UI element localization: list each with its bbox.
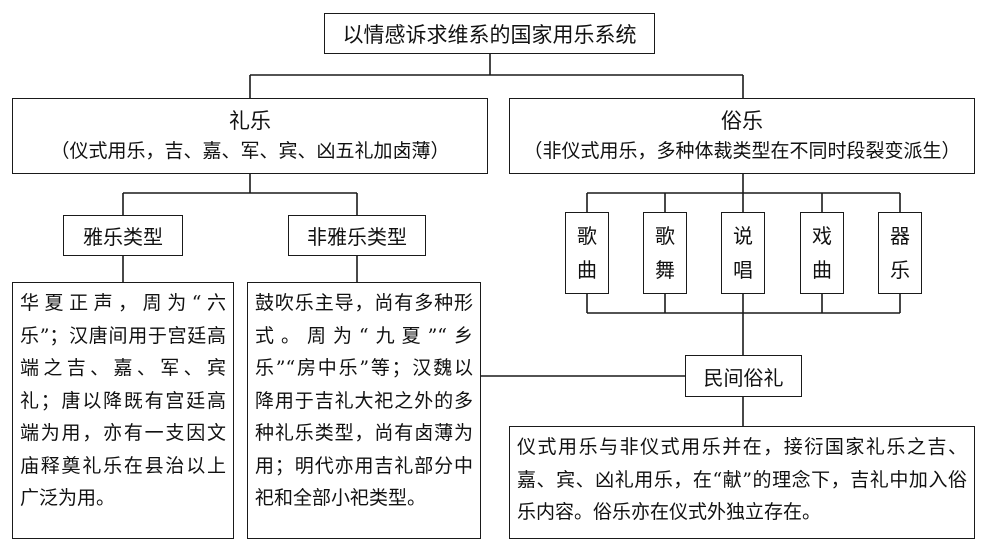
feiyayue-node: 非雅乐类型 (288, 215, 426, 256)
root-node: 以情感诉求维系的国家用乐系统 (324, 13, 655, 54)
liyue-title: 礼乐 (229, 109, 271, 133)
genre-qiyue-char1: 器 (890, 224, 910, 248)
genre-gewu-char2: 舞 (655, 258, 675, 282)
suyue-title: 俗乐 (721, 109, 763, 133)
minjian-title: 民间俗礼 (703, 365, 784, 390)
suyue-node: 俗乐 （非仪式用乐，多种体裁类型在不同时段裂变派生） (509, 98, 975, 174)
root-title: 以情感诉求维系的国家用乐系统 (342, 22, 637, 47)
liyue-subtitle: （仪式用乐，吉、嘉、军、宾、凶五礼加卤薄） (50, 140, 450, 162)
genre-xiqu: 戏 曲 (800, 212, 844, 294)
genre-gequ-char2: 曲 (577, 258, 597, 282)
yayue-node: 雅乐类型 (63, 215, 183, 256)
suyue-subtitle: （非仪式用乐，多种体裁类型在不同时段裂变派生） (523, 140, 961, 162)
liyue-node: 礼乐 （仪式用乐，吉、嘉、军、宾、凶五礼加卤薄） (12, 98, 488, 174)
genre-gequ: 歌 曲 (565, 212, 609, 294)
feiyayue-description: 鼓吹乐主导，尚有多种形式。周为“九夏”“乡乐”“房中乐”等；汉魏以降用于吉礼大祀… (247, 282, 481, 539)
yayue-title: 雅乐类型 (83, 225, 163, 249)
genre-xiqu-char2: 曲 (812, 258, 832, 282)
feiyayue-title: 非雅乐类型 (307, 225, 407, 249)
genre-gequ-char1: 歌 (577, 224, 597, 248)
minjian-node: 民间俗礼 (685, 355, 802, 397)
minjian-description: 仪式用乐与非仪式用乐并在，接衍国家礼乐之吉、嘉、宾、凶礼用乐，在“献”的理念下，… (509, 426, 975, 539)
genre-shuochang-char2: 唱 (733, 258, 753, 282)
genre-xiqu-char1: 戏 (812, 224, 832, 248)
genre-qiyue-char2: 乐 (890, 258, 910, 282)
genre-shuochang-char1: 说 (733, 224, 753, 248)
genre-qiyue: 器 乐 (878, 212, 922, 294)
genre-gewu: 歌 舞 (643, 212, 687, 294)
yayue-description: 华夏正声，周为“六乐”；汉唐间用于宫廷高端之吉、嘉、军、宾礼；唐以降既有宫廷高端… (12, 282, 234, 539)
genre-gewu-char1: 歌 (655, 224, 675, 248)
genre-shuochang: 说 唱 (721, 212, 765, 294)
